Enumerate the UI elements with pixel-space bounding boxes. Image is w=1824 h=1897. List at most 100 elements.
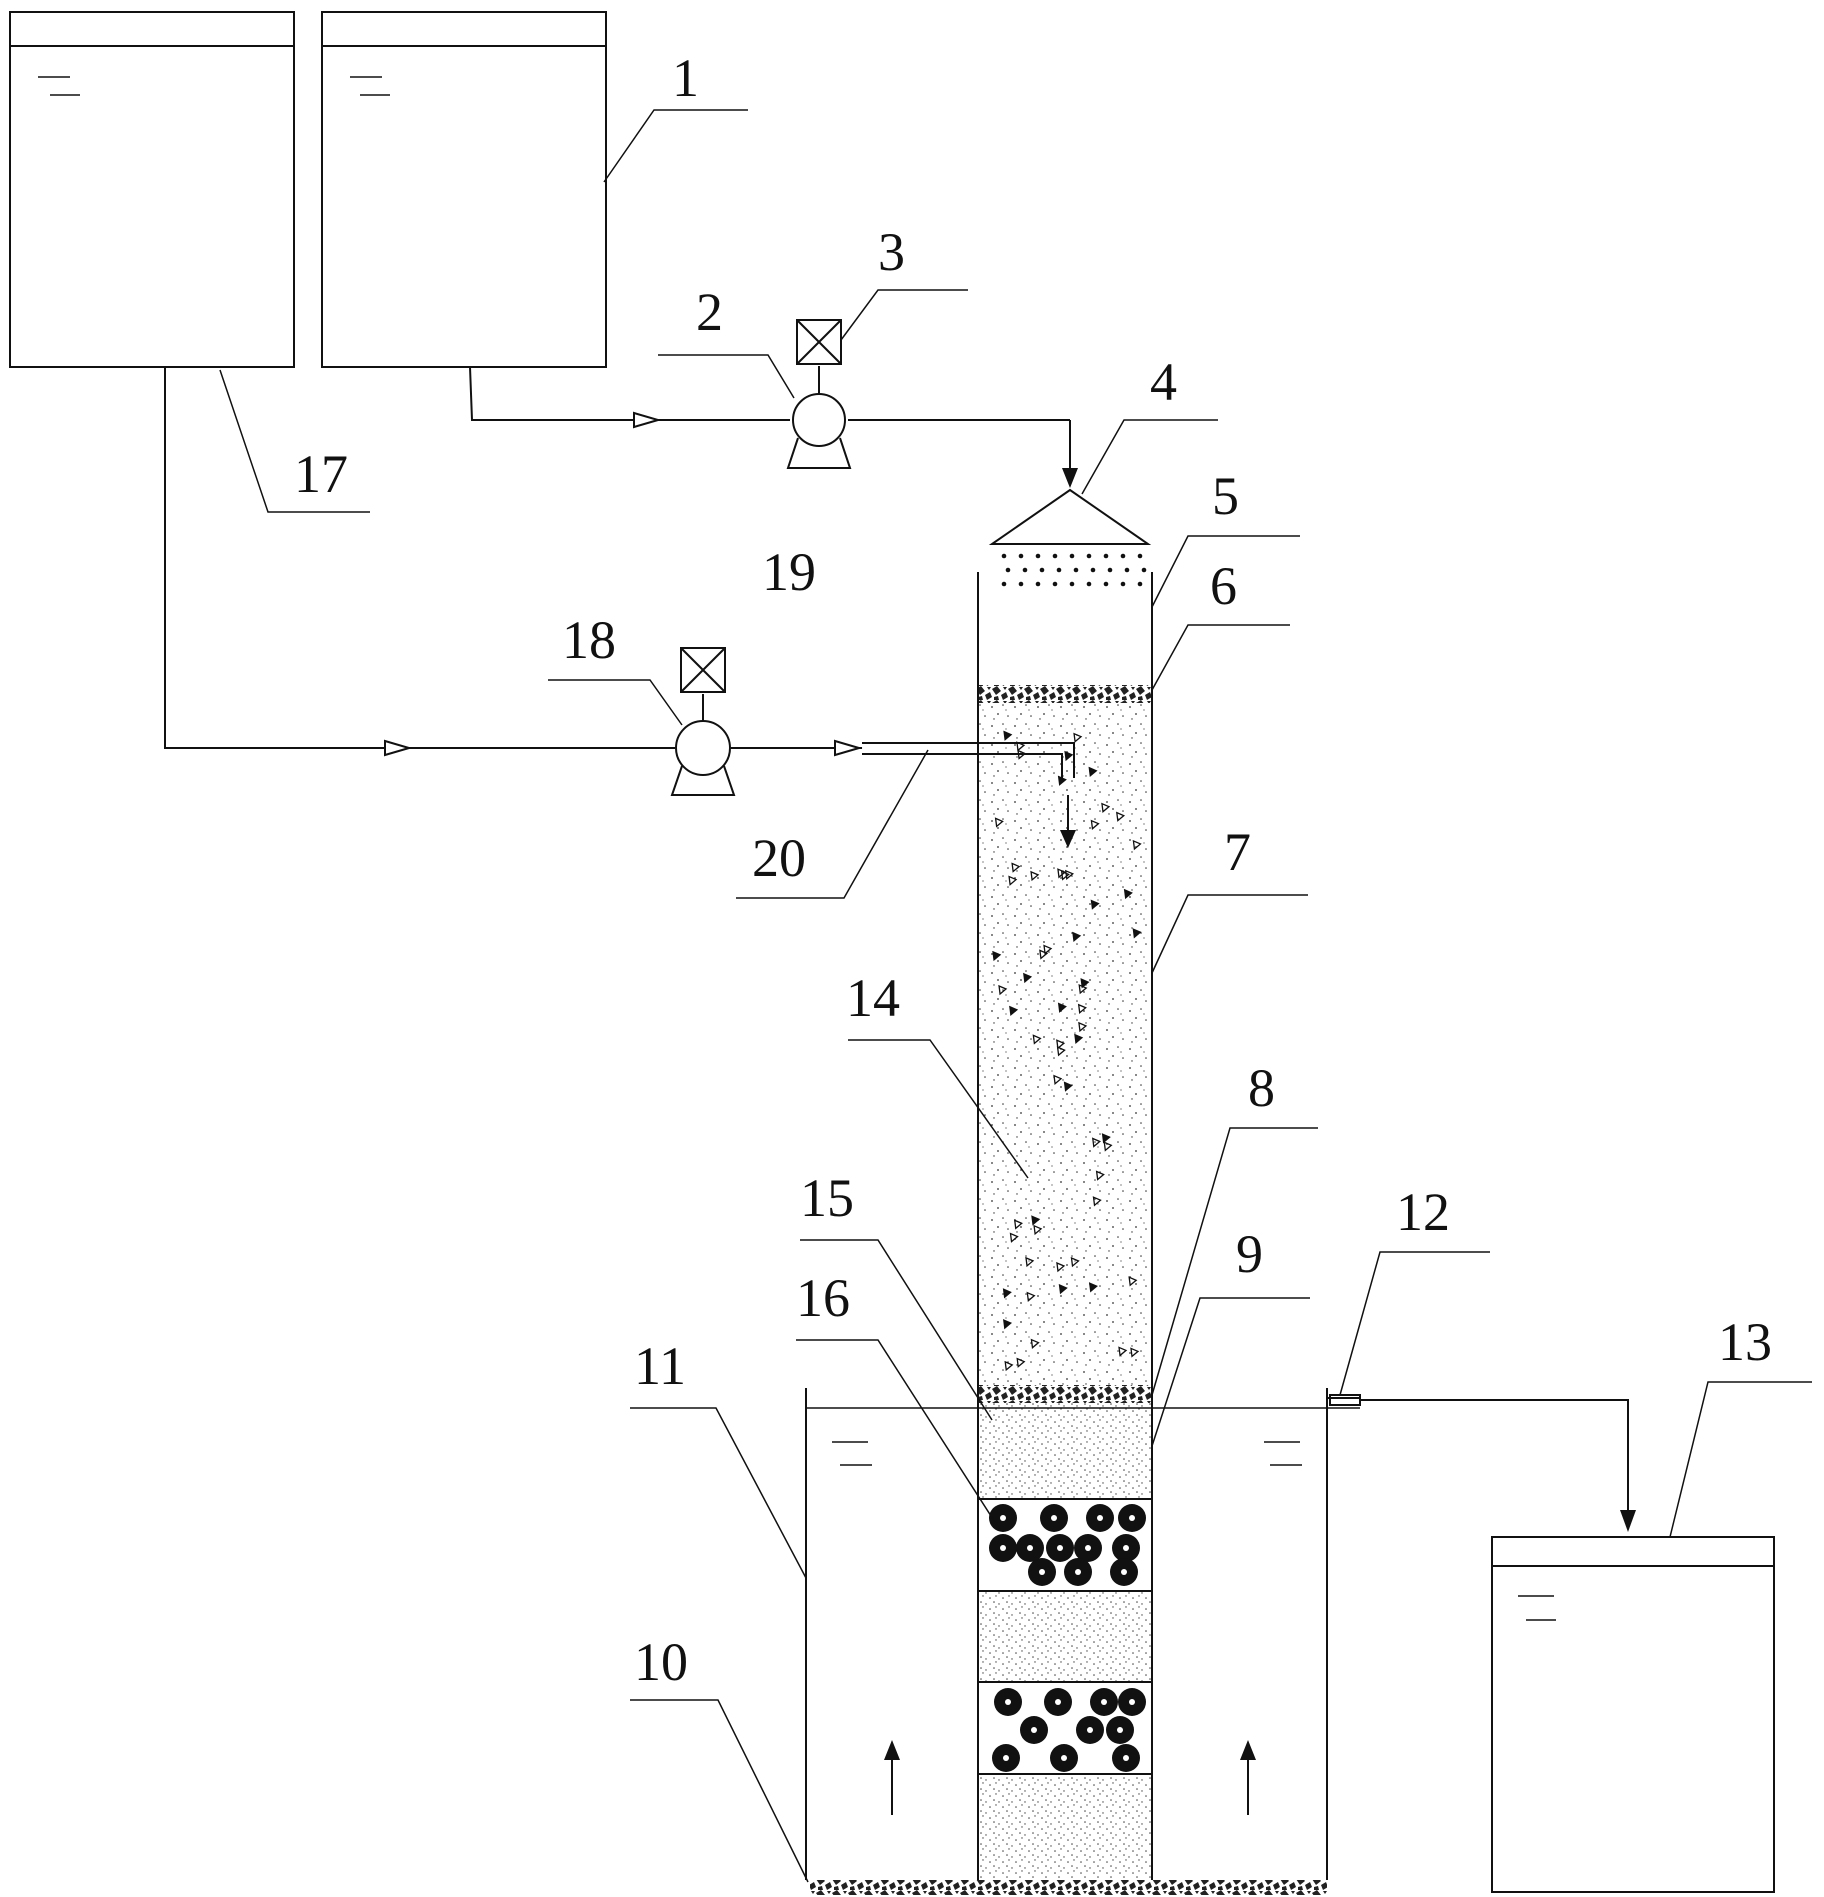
media-particle (1013, 1219, 1023, 1230)
sponge-carrier-layer-16 (989, 1504, 1146, 1586)
spray-drop (1103, 553, 1109, 559)
media-particle (1060, 870, 1070, 881)
label-20: 20 (752, 828, 806, 888)
media-particle (1008, 875, 1018, 886)
label-2: 2 (696, 282, 723, 342)
media-particle (1030, 870, 1040, 882)
media-particles (992, 730, 1142, 1372)
media-particle (1033, 1224, 1043, 1236)
gravel-base-10 (810, 1880, 1327, 1895)
media-particle (1053, 1074, 1063, 1085)
flowmeter-19 (680, 647, 726, 693)
spray-drop (1005, 567, 1011, 573)
sponge-ball-core (1061, 1755, 1067, 1761)
spray-drop (1073, 567, 1079, 573)
feed-tank-17 (9, 11, 295, 368)
label-16: 16 (796, 1268, 850, 1328)
label-9: 9 (1236, 1224, 1263, 1284)
spray-drop (1035, 581, 1041, 587)
sponge-ball-core (1097, 1515, 1103, 1521)
media-particle (1056, 1046, 1066, 1057)
media-particle (994, 817, 1004, 828)
sprinkler-4 (988, 488, 1152, 545)
media-particle (1056, 1261, 1066, 1273)
submerged-layers-9 (978, 1403, 1152, 1878)
media-particle (1101, 802, 1111, 813)
media-particle (1009, 1005, 1019, 1017)
packing-media-14 (979, 703, 1151, 1385)
sponge-ball-core (1055, 1699, 1061, 1705)
media-particle (1118, 1346, 1128, 1357)
spray-drop (1120, 553, 1126, 559)
label-18: 18 (562, 610, 616, 670)
media-particle (1003, 730, 1013, 741)
media-particle (1023, 972, 1033, 984)
spray-drop (1018, 553, 1024, 559)
sponge-ball-core (1039, 1569, 1045, 1575)
media-particle (1088, 1282, 1098, 1293)
media-particle (1032, 1034, 1042, 1045)
sponge-ball-core (1000, 1545, 1006, 1551)
label-8: 8 (1248, 1058, 1275, 1118)
spray-drop (1124, 567, 1130, 573)
label-13: 13 (1718, 1312, 1772, 1372)
spray-drop (1018, 581, 1024, 587)
label-7: 7 (1224, 822, 1251, 882)
media-particle (1072, 931, 1082, 943)
media-particle (1090, 819, 1100, 830)
media-particle (1116, 811, 1126, 822)
media-particle (1095, 1170, 1105, 1181)
media-particle (1123, 888, 1133, 900)
sponge-ball-core (1003, 1755, 1009, 1761)
spray-drop (1086, 553, 1092, 559)
media-particle (1039, 949, 1049, 960)
label-12: 12 (1396, 1182, 1450, 1242)
sponge-ball-core (1129, 1699, 1135, 1705)
label-4: 4 (1150, 352, 1177, 412)
media-particle (1043, 944, 1053, 955)
media-particle (1003, 1319, 1013, 1330)
sponge-ball-core (1031, 1727, 1037, 1733)
media-particle (1132, 839, 1142, 851)
sponge-ball-core (1087, 1727, 1093, 1733)
outer-tank-11 (805, 1388, 1360, 1880)
media-particle (1002, 1288, 1012, 1299)
sponge-ball-core (1051, 1515, 1057, 1521)
media-particle (1070, 1256, 1080, 1268)
label-1: 1 (672, 48, 699, 108)
media-particle (1088, 766, 1098, 778)
media-particle (1132, 928, 1142, 939)
media-particle (1011, 862, 1021, 873)
label-3: 3 (878, 222, 905, 282)
media-particle (1091, 1137, 1102, 1148)
media-particle (998, 984, 1008, 996)
sponge-ball-core (1005, 1699, 1011, 1705)
media-particle (1016, 1357, 1026, 1368)
spray-drop (1086, 581, 1092, 587)
spray-drop (1022, 567, 1028, 573)
media-particle (1030, 1338, 1040, 1349)
pump-2 (786, 366, 852, 469)
spray-drop (1052, 553, 1058, 559)
feed-tank-1 (321, 11, 607, 368)
spray-drop (1103, 581, 1109, 587)
media-particle (1031, 1215, 1041, 1226)
media-particle (1130, 1347, 1140, 1358)
media-particle (1025, 1256, 1035, 1268)
media-particle (992, 950, 1002, 962)
media-particle (1004, 1360, 1014, 1372)
media-particle (1073, 732, 1083, 743)
label-6: 6 (1210, 556, 1237, 616)
gravel-layer-6 (979, 685, 1151, 703)
media-particle (1078, 1021, 1088, 1033)
spray-drop (1069, 581, 1075, 587)
label-15: 15 (800, 1168, 854, 1228)
filter-column-7 (977, 572, 1153, 1880)
gravel-layer-8 (979, 1385, 1151, 1403)
label-10: 10 (634, 1632, 688, 1692)
outlet-pipe-12 (1327, 1394, 1636, 1532)
spray-drop (1069, 553, 1075, 559)
sponge-ball-core (1000, 1515, 1006, 1521)
media-particle (1009, 1232, 1019, 1243)
